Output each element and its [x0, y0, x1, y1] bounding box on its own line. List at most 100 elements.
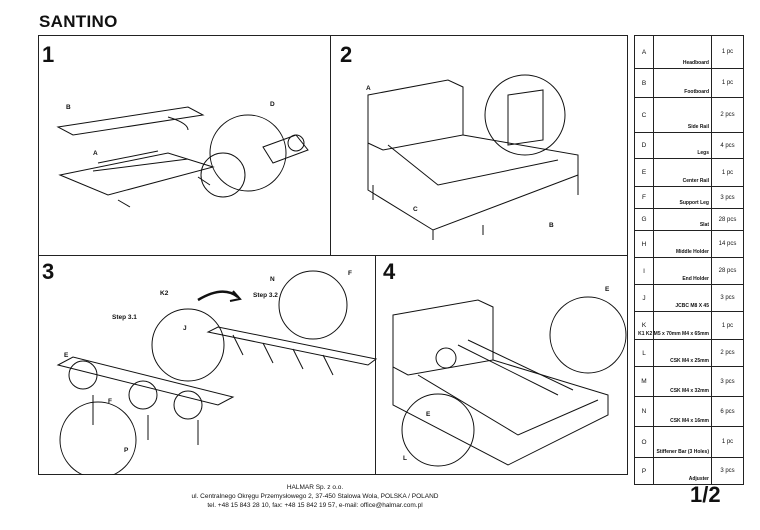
- footer-address: ul. Centralnego Okręgu Przemysłowego 2, …: [191, 493, 439, 500]
- part-name: Middle Holder: [675, 249, 709, 255]
- part-letter: G: [634, 208, 654, 231]
- part-picture: K1 K2 M5 x 70mm M4 x 65mm: [638, 311, 712, 340]
- part-name: CSK M4 x 16mm: [670, 418, 709, 424]
- part-name: Footboard: [684, 89, 709, 95]
- label-c-step2: C: [413, 206, 418, 213]
- part-picture: CSK M4 x 32mm: [653, 366, 712, 397]
- part-picture: Adjuster: [653, 457, 712, 485]
- step-1-number: 1: [42, 42, 55, 67]
- part-picture: Center Rail: [653, 158, 712, 187]
- part-letter: A: [634, 35, 654, 69]
- step-4-number: 4: [383, 259, 396, 284]
- company-footer: HALMAR Sp. z o.o. ul. Centralnego Okręgu…: [0, 483, 630, 510]
- part-name: Center Rail: [682, 178, 709, 184]
- part-letter: J: [634, 284, 654, 312]
- part-picture: End Holder: [653, 257, 712, 285]
- step-3-number: 3: [42, 259, 55, 284]
- part-name: Adjuster: [688, 476, 709, 482]
- part-quantity: 3 pcs: [711, 366, 744, 397]
- step-3-illustration: [56, 270, 378, 475]
- part-letter: B: [634, 68, 654, 98]
- label-a-step2: A: [366, 85, 371, 92]
- part-picture: Legs: [653, 132, 712, 159]
- label-l-step4: L: [403, 455, 407, 462]
- part-name: Slat: [699, 222, 709, 228]
- part-quantity: 3 pcs: [711, 457, 744, 485]
- label-step31: Step 3.1: [112, 314, 137, 321]
- part-letter: D: [634, 132, 654, 159]
- part-name: JCBC M8 X 45: [675, 303, 709, 309]
- label-step32: Step 3.2: [253, 292, 278, 299]
- label-n-step3: N: [270, 276, 275, 283]
- part-picture: CSK M4 x 25mm: [653, 339, 712, 367]
- divider-vertical-bottom: [375, 255, 376, 475]
- part-quantity: 2 pcs: [711, 339, 744, 367]
- part-name: K1 K2 M5 x 70mm M4 x 65mm: [638, 331, 709, 337]
- part-quantity: 14 pcs: [711, 230, 744, 258]
- step-4-illustration: [392, 296, 627, 467]
- label-f-step3: F: [108, 398, 112, 405]
- part-quantity: 4 pcs: [711, 132, 744, 159]
- part-quantity: 1 pc: [711, 68, 744, 98]
- footer-company: HALMAR Sp. z o.o.: [286, 484, 344, 491]
- part-name: Headboard: [682, 60, 709, 66]
- part-letter: P: [634, 457, 654, 485]
- part-letter: F: [634, 186, 654, 209]
- part-picture: Footboard: [653, 68, 712, 98]
- part-picture: JCBC M8 X 45: [653, 284, 712, 312]
- part-letter: N: [634, 396, 654, 427]
- assembly-illustrations: [56, 74, 627, 475]
- step-1-illustration: [56, 106, 309, 208]
- part-picture: Slat: [653, 208, 712, 231]
- label-d-step1: D: [270, 101, 275, 108]
- part-letter: L: [634, 339, 654, 367]
- part-picture: Support Leg: [653, 186, 712, 209]
- step-2-number: 2: [340, 42, 353, 67]
- page-number: 1/2: [690, 482, 721, 507]
- label-j-step3: J: [183, 325, 187, 332]
- label-f-step3-top: F: [348, 270, 352, 277]
- part-letter: H: [634, 230, 654, 258]
- part-quantity: 28 pcs: [711, 208, 744, 231]
- part-name: End Holder: [682, 276, 709, 282]
- part-quantity: 28 pcs: [711, 257, 744, 285]
- part-name: CSK M4 x 32mm: [670, 388, 709, 394]
- divider-horizontal: [38, 255, 628, 256]
- part-quantity: 1 pc: [711, 35, 744, 69]
- label-k2-step3: K2: [160, 290, 169, 297]
- label-b-step2: B: [549, 222, 554, 229]
- label-e-step4-top: E: [605, 286, 610, 293]
- part-name: Stiffener Bar (3 Holes): [656, 449, 709, 455]
- part-quantity: 1 pc: [711, 426, 744, 458]
- part-letter: C: [634, 97, 654, 133]
- part-quantity: 6 pcs: [711, 396, 744, 427]
- part-quantity: 1 pc: [711, 311, 744, 340]
- part-picture: Stiffener Bar (3 Holes): [653, 426, 712, 458]
- part-name: Support Leg: [679, 200, 709, 206]
- label-e-step4: E: [426, 411, 431, 418]
- label-p-step3: P: [124, 447, 129, 454]
- part-quantity: 3 pcs: [711, 284, 744, 312]
- part-letter: E: [634, 158, 654, 187]
- part-quantity: 1 pc: [711, 158, 744, 187]
- part-picture: CSK M4 x 16mm: [653, 396, 712, 427]
- label-e-step3: E: [64, 352, 69, 359]
- part-picture: Middle Holder: [653, 230, 712, 258]
- part-name: Side Rail: [687, 124, 709, 130]
- divider-vertical-top: [330, 35, 331, 255]
- part-quantity: 2 pcs: [711, 97, 744, 133]
- part-quantity: 3 pcs: [711, 186, 744, 209]
